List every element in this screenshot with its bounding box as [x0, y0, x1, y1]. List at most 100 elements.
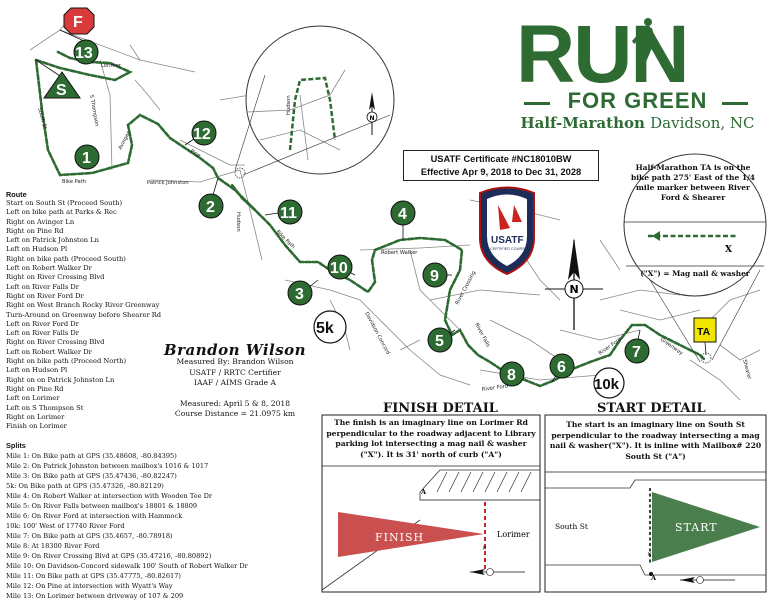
- start-marker: S: [35, 59, 81, 99]
- svg-text:USATF: USATF: [491, 235, 524, 246]
- svg-text:F: F: [73, 14, 83, 31]
- finish-detail-title: FINISH DETAIL: [383, 401, 498, 416]
- street-label-river-ford-1: River Ford: [481, 383, 508, 393]
- route-step: Left on Hudson Pl: [6, 245, 68, 254]
- hudson-inset: Hudson N: [234, 25, 395, 179]
- split-item: Mile 12: On Pine at intersection with Wy…: [6, 582, 173, 590]
- mile-marker-3: 3: [287, 279, 319, 306]
- event-location: Davidson, NC: [650, 114, 755, 132]
- grade: IAAF / AIMS Grade A: [194, 378, 276, 388]
- for-green-title: FOR GREEN: [567, 88, 708, 113]
- svg-text:10k: 10k: [594, 376, 620, 393]
- svg-text:4: 4: [398, 206, 407, 223]
- split-item: Mile 4: On Robert Walker at intersection…: [6, 492, 213, 500]
- route-step: Right on West Branch Rocky River Greenwa…: [6, 301, 160, 310]
- street-label-south: South St: [36, 107, 48, 130]
- start-street-label: South St: [555, 522, 588, 531]
- finish-flag-label: FINISH: [375, 531, 424, 544]
- compass-inset-icon: N: [366, 92, 378, 135]
- finish-x-mark: ✕: [482, 545, 487, 552]
- mag-nail-note: ("X") = Mag nail & washer: [640, 269, 750, 278]
- marker-10k: 10k: [593, 367, 625, 399]
- route-step: Left on Robert Walker Dr: [6, 347, 92, 356]
- route-step: Right on bike path (Proceed South): [6, 254, 126, 263]
- split-item: Mile 6: On River Ford at intersection wi…: [6, 512, 183, 520]
- split-item: Mile 9: On River Crossing Blvd at GPS (3…: [6, 552, 212, 560]
- signature: Brandon Wilson: [163, 341, 307, 359]
- ta-inset-mark: X: [725, 245, 732, 255]
- street-label-river-falls: River Falls: [473, 322, 491, 348]
- event-title: Half-Marathon Davidson, NC: [505, 114, 770, 132]
- route-step: Right on Pine Rd: [6, 384, 64, 393]
- event-name: Half-Marathon: [520, 114, 645, 132]
- svg-text:3: 3: [295, 286, 304, 303]
- mile-marker-9: 9: [422, 262, 452, 288]
- street-label-hudson: Hudson: [235, 212, 241, 232]
- street-label-s-thompson: S Thompson: [88, 94, 99, 127]
- route-step: Right on River Crossing Blvd: [6, 273, 105, 282]
- split-item: Mile 2: On Patrick Johnston between mail…: [6, 462, 209, 470]
- route-step: Left on Hudson Pl: [6, 366, 68, 375]
- measurement-block: Brandon Wilson Measured By: Brandon Wils…: [160, 341, 310, 419]
- svg-text:11: 11: [280, 205, 297, 222]
- street-network: [29, 17, 761, 401]
- svg-text:TA: TA: [697, 326, 711, 338]
- finish-marker: F: [59, 7, 95, 41]
- svg-text:RUN: RUN: [516, 9, 688, 100]
- route-step: Start on South St (Proceed South): [6, 199, 123, 207]
- mile-marker-12: 12: [184, 120, 217, 146]
- route-step: Left on bike path at Parks & Rec: [6, 208, 117, 217]
- route-step: Right on River Ford Dr: [6, 291, 84, 300]
- split-item: Mile 13: On Lorimer between driveway of …: [6, 592, 184, 600]
- ta-note: Half-Marathon TA is on the bike path 275…: [630, 163, 756, 202]
- split-item: Mile 3: On Bike path at GPS (35.47436, -…: [6, 472, 177, 480]
- svg-text:1: 1: [82, 150, 91, 167]
- svg-text:9: 9: [430, 268, 439, 285]
- finish-detail-drawing: FINISH Lorimer A ✕: [321, 414, 541, 593]
- street-label-bike-path-2: Bike Path: [275, 229, 296, 250]
- route-step: Left on River Falls Dr: [6, 282, 79, 291]
- street-label-bike-path-1: Bike Path: [62, 179, 86, 185]
- mile-marker-4: 4: [390, 200, 416, 240]
- svg-text:2: 2: [206, 199, 215, 216]
- splits-list: Mile 1: On Bike path at GPS (35.48608, -…: [6, 451, 248, 601]
- compass-icon: N: [545, 238, 603, 330]
- start-detail-text: The start is an imaginary line on South …: [549, 420, 762, 461]
- start-detail-title: START DETAIL: [597, 401, 706, 416]
- split-item: 5k: On Bike path at GPS (35.47326, -80.8…: [6, 482, 164, 490]
- street-label-robert-walker: Robert Walker: [381, 250, 418, 256]
- mile-marker-13: 13: [73, 39, 99, 65]
- start-point-a: A: [650, 574, 657, 582]
- svg-text:5k: 5k: [316, 320, 334, 337]
- split-item: Mile 10: On Davidson-Concord sidewalk 10…: [6, 562, 248, 570]
- svg-text:CERTIFIED COURSE: CERTIFIED COURSE: [490, 247, 528, 251]
- measured-by: Measured By: Brandon Wilson: [176, 357, 294, 367]
- ta-marker: TA: [649, 269, 761, 364]
- start-flag-label: START: [675, 521, 718, 534]
- mile-marker-10: 10: [327, 254, 356, 280]
- street-label-pine: Pine: [189, 149, 201, 160]
- mile-marker-6: 6: [549, 353, 575, 383]
- mile-marker-2: 2: [198, 177, 224, 219]
- mile-marker-1: 1: [74, 144, 100, 170]
- split-item: Mile 5: On River Falls between mailbox's…: [6, 502, 198, 510]
- course-markers: F 13 S 1 12 2 11: [35, 7, 761, 399]
- route-step: Left on River Ford Dr: [6, 319, 79, 328]
- start-x-mark: ✕: [647, 551, 652, 558]
- street-label-lorimer: Lorimer: [101, 63, 122, 69]
- split-item: 10k: 100' West of 17740 River Ford: [6, 522, 125, 530]
- mile-marker-7: 7: [624, 329, 650, 364]
- route-step: Turn-Around on Greenway before Shearer R…: [6, 310, 162, 319]
- ta-callout: X: [623, 153, 767, 297]
- splits-heading: Splits: [6, 441, 26, 450]
- svg-text:7: 7: [632, 344, 641, 361]
- svg-text:10: 10: [330, 260, 348, 277]
- split-item: Mile 1: On Bike path at GPS (35.48608, -…: [6, 452, 177, 460]
- route-step: Left on S Thompson St: [6, 403, 84, 412]
- certifier: USATF / RRTC Certifier: [189, 367, 281, 377]
- mile-marker-5: 5: [427, 327, 456, 353]
- route-step: Left on Patrick Johnston Ln: [6, 236, 99, 245]
- svg-text:S: S: [56, 82, 67, 99]
- route-list: Start on South St (Proceed South)Left on…: [6, 199, 161, 431]
